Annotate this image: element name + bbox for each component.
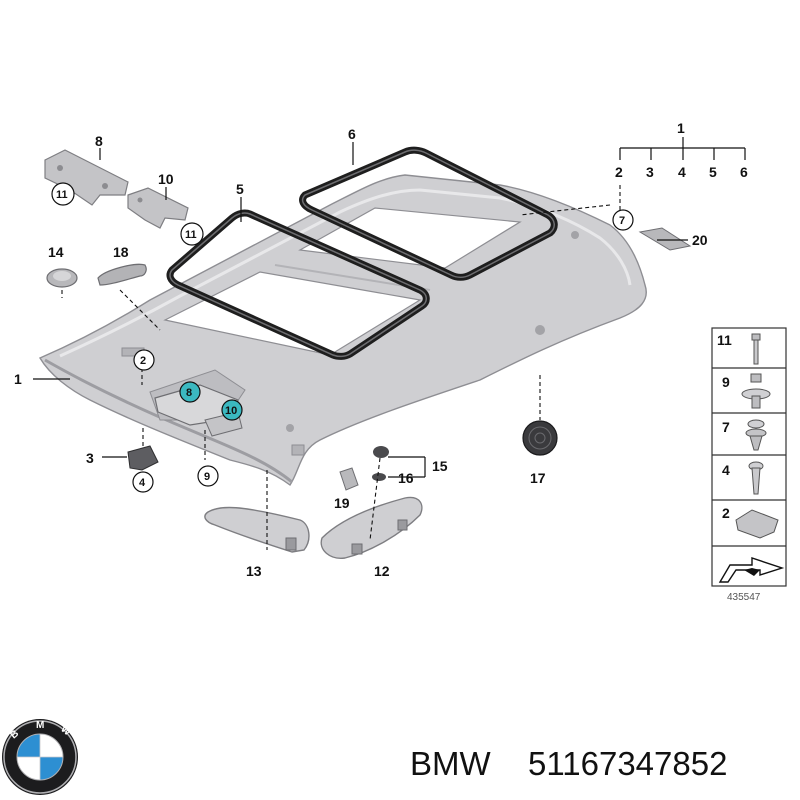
callout-13: 13 xyxy=(246,563,262,579)
group-label-1: 1 xyxy=(677,120,685,136)
plug-15-16-parts xyxy=(372,446,389,481)
svg-text:M: M xyxy=(36,720,44,731)
clip-7-icon xyxy=(745,419,767,451)
part-number: 51167347852 xyxy=(528,745,727,782)
legend-row-4: 4 xyxy=(722,462,730,478)
group-item-5: 5 xyxy=(709,164,717,180)
group-item-3: 3 xyxy=(646,164,654,180)
clip-14-part xyxy=(46,268,78,288)
callout-6: 6 xyxy=(348,126,356,142)
legend-row-7: 7 xyxy=(722,419,730,435)
callout-3: 3 xyxy=(86,450,94,466)
callout-10-highlight: 10 xyxy=(225,405,237,417)
legend-row-11: 11 xyxy=(717,332,732,348)
callout-2-circle: 2 xyxy=(140,355,146,367)
callout-8-highlight: 8 xyxy=(186,387,192,399)
clip-3-part xyxy=(127,445,159,471)
grab-handle-18-part xyxy=(97,263,147,286)
clip-19-part xyxy=(339,467,359,491)
callout-15: 15 xyxy=(432,458,448,474)
callout-17: 17 xyxy=(530,470,546,486)
sun-visor-13-part xyxy=(204,506,310,553)
clip-2-icon xyxy=(735,509,779,539)
group-item-4: 4 xyxy=(678,164,686,180)
legend-row-2: 2 xyxy=(722,505,730,521)
sunroof-seal-rear xyxy=(299,146,558,281)
callout-11b: 11 xyxy=(185,229,197,241)
callout-5: 5 xyxy=(236,181,244,197)
callout-labels: 8 10 5 6 14 18 1 3 9 13 12 19 16 15 17 2… xyxy=(14,120,748,579)
screw-11-icon xyxy=(751,333,761,365)
speaker-grille-17-part xyxy=(522,420,558,456)
bracket-10-part xyxy=(127,187,189,229)
callout-16: 16 xyxy=(398,470,414,486)
callout-10: 10 xyxy=(158,171,174,187)
legend-row-9: 9 xyxy=(722,374,730,390)
callout-11a: 11 xyxy=(56,189,68,201)
group-item-6: 6 xyxy=(740,164,748,180)
reference-id: 435547 xyxy=(727,592,761,603)
group-item-2: 2 xyxy=(615,164,623,180)
callout-1: 1 xyxy=(14,371,22,387)
callout-4-circle: 4 xyxy=(139,477,146,489)
bracket-8-part xyxy=(44,149,129,206)
leader-lines xyxy=(33,137,746,550)
fastener-legend: 11 9 7 4 2 xyxy=(711,327,787,587)
brand-name: BMW xyxy=(410,745,492,782)
callout-12: 12 xyxy=(374,563,390,579)
plate-20-part xyxy=(638,227,692,251)
callout-14: 14 xyxy=(48,244,64,260)
circled-callouts: 11 11 2 4 9 7 8 10 xyxy=(51,182,634,493)
callout-9-circle: 9 xyxy=(204,471,210,483)
direction-arrow-icon xyxy=(718,557,785,583)
sunroof-seal-front xyxy=(166,209,430,360)
bmw-logo: B M W xyxy=(2,719,78,795)
callout-8: 8 xyxy=(95,133,103,149)
callout-19: 19 xyxy=(334,495,350,511)
clip-9-icon xyxy=(741,373,771,409)
callout-18: 18 xyxy=(113,244,129,260)
callout-7-circle: 7 xyxy=(619,215,625,227)
screw-4-icon xyxy=(748,461,764,495)
callout-20: 20 xyxy=(692,232,708,248)
